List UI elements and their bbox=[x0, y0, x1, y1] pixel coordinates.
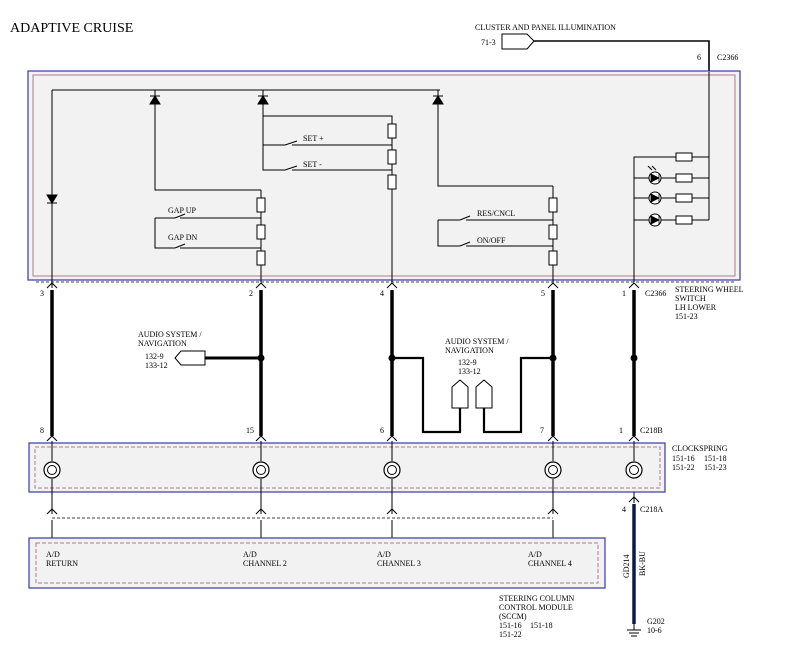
ground-wire-circuit: GD214 bbox=[622, 554, 631, 578]
upper-pin-4: 4 bbox=[380, 289, 384, 298]
cluster-connector-id: C2366 bbox=[717, 53, 738, 62]
clockspring-ref-4: 151-23 bbox=[704, 463, 727, 472]
switch-label-res-cncl: RES/CNCL bbox=[477, 209, 515, 218]
cluster-pin: 6 bbox=[697, 53, 701, 62]
sccm-ch4-bottom: CHANNEL 4 bbox=[528, 559, 572, 568]
audio-left-ref-1: 132-9 bbox=[145, 352, 164, 361]
clockspring-rings bbox=[43, 441, 643, 514]
lower-pin-1: 1 bbox=[619, 426, 623, 435]
audio-center-wire-a bbox=[392, 356, 462, 434]
audio-left-ref-2: 133-12 bbox=[145, 361, 168, 370]
sccm-box bbox=[28, 537, 606, 589]
switch-name-line-1: STEERING WHEEL bbox=[675, 285, 744, 294]
sccm-ref-2: 151-18 bbox=[530, 621, 553, 630]
upper-pin-3: 3 bbox=[40, 289, 44, 298]
audio-center-line-2: NAVIGATION bbox=[445, 346, 494, 355]
audio-center-connector-b-icon bbox=[475, 379, 493, 409]
audio-center-connector-a-icon bbox=[451, 379, 469, 409]
cluster-label: CLUSTER AND PANEL ILLUMINATION bbox=[475, 23, 616, 32]
lower-pin-6: 6 bbox=[380, 426, 384, 435]
sccm-ch2-top: A/D bbox=[243, 550, 257, 559]
switch-name-line-3: LH LOWER bbox=[675, 303, 717, 312]
clockspring-ref-3: 151-22 bbox=[672, 463, 695, 472]
sccm-ref-1: 151-16 bbox=[499, 621, 522, 630]
sccm-ch1-top: A/D bbox=[46, 550, 60, 559]
cluster-ref: 71-3 bbox=[481, 38, 496, 47]
switch-name-line-2: SWITCH bbox=[675, 294, 706, 303]
upper-pin-5: 5 bbox=[541, 289, 545, 298]
ground-wire-color: BK-BU bbox=[638, 551, 647, 576]
cluster-wire bbox=[534, 40, 710, 72]
c218b-arrows bbox=[46, 435, 640, 442]
sccm-name-line-3: (SCCM) bbox=[499, 612, 527, 621]
switch-name-line-4: 151-23 bbox=[675, 312, 698, 321]
upper-pin-1: 1 bbox=[622, 289, 626, 298]
steering-switch-box bbox=[27, 70, 741, 281]
switch-to-clockspring-wires bbox=[46, 282, 640, 436]
diode-icons bbox=[46, 95, 444, 204]
sccm-ch3-bottom: CHANNEL 3 bbox=[377, 559, 421, 568]
lower-pin-15: 15 bbox=[246, 426, 254, 435]
sccm-ch2-bottom: CHANNEL 2 bbox=[243, 559, 287, 568]
upper-pin-2: 2 bbox=[249, 289, 253, 298]
audio-center-ref-1: 132-9 bbox=[458, 358, 477, 367]
ground-icon bbox=[627, 624, 641, 637]
audio-center-ref-2: 133-12 bbox=[458, 367, 481, 376]
switch-label-on-off: ON/OFF bbox=[477, 236, 506, 245]
audio-left-line-1: AUDIO SYSTEM / bbox=[138, 330, 202, 339]
sccm-inner-border bbox=[35, 542, 599, 584]
steering-switch-inner-border bbox=[32, 74, 736, 277]
sccm-name-line-1: STEERING COLUMN bbox=[499, 594, 575, 603]
lower-pin-7: 7 bbox=[540, 426, 544, 435]
resistor-icons bbox=[256, 123, 693, 266]
sccm-name-line-2: CONTROL MODULE bbox=[499, 603, 573, 612]
c218a-label: C218A bbox=[640, 505, 663, 514]
switch-label-set-plus: SET + bbox=[303, 134, 324, 143]
clockspring-label: CLOCKSPRING bbox=[672, 444, 728, 453]
audio-center-line-1: AUDIO SYSTEM / bbox=[445, 337, 509, 346]
c218a-pin: 4 bbox=[622, 505, 626, 514]
switch-connector-id: C2366 bbox=[645, 289, 666, 298]
switch-label-gap-dn: GAP DN bbox=[168, 233, 197, 242]
clockspring-ref-2: 151-18 bbox=[704, 454, 727, 463]
page-title: ADAPTIVE CRUISE bbox=[10, 21, 133, 36]
ground-id: G202 bbox=[647, 617, 665, 626]
ground-ref: 10-6 bbox=[647, 626, 662, 635]
audio-left-connector-icon bbox=[174, 350, 206, 366]
audio-left-line-2: NAVIGATION bbox=[138, 339, 187, 348]
sccm-ch1-bottom: RETURN bbox=[46, 559, 78, 568]
switch-label-gap-up: GAP UP bbox=[168, 206, 196, 215]
lower-pin-8: 8 bbox=[40, 426, 44, 435]
audio-center-wire-b bbox=[482, 356, 553, 434]
sccm-ref-3: 151-22 bbox=[499, 630, 522, 639]
c218b-label: C218B bbox=[640, 426, 663, 435]
sccm-ch3-top: A/D bbox=[377, 550, 391, 559]
led-icons bbox=[647, 165, 662, 227]
cluster-connector-icon bbox=[501, 33, 535, 50]
switch-label-set-minus: SET - bbox=[303, 160, 322, 169]
sccm-ch4-top: A/D bbox=[528, 550, 542, 559]
clockspring-ref-1: 151-16 bbox=[672, 454, 695, 463]
clockspring-box bbox=[28, 442, 666, 493]
clockspring-inner-border bbox=[34, 446, 661, 489]
